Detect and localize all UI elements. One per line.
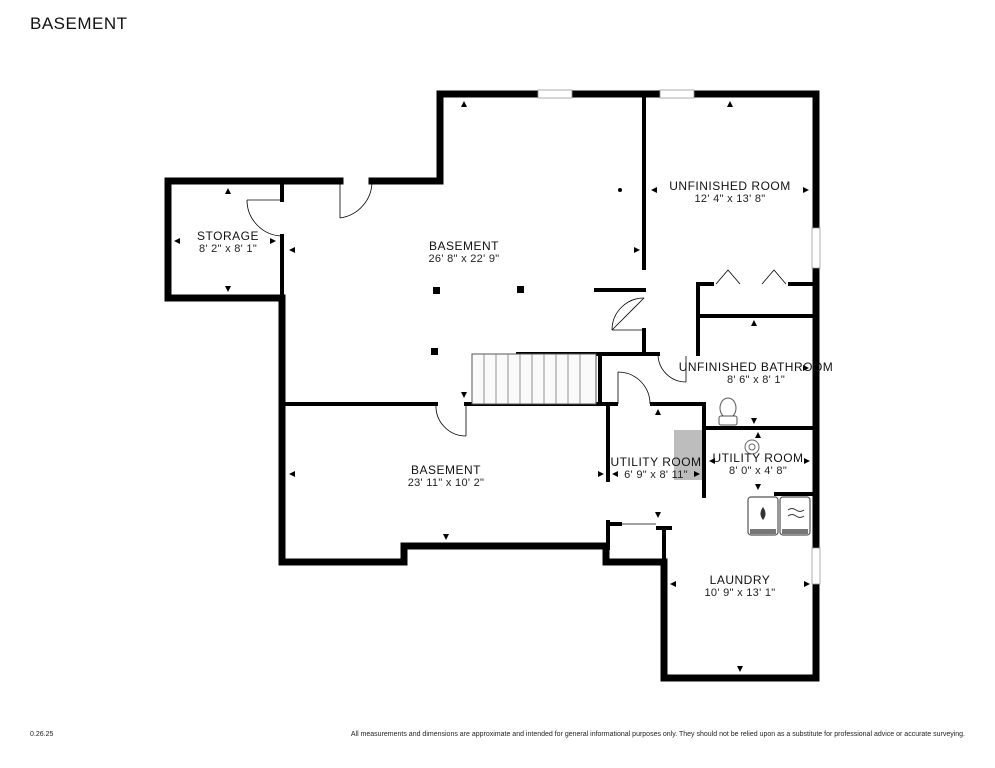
room-dimensions: 23' 11" x 10' 2" (408, 477, 485, 489)
dryer-icon (779, 496, 811, 536)
walls (164, 90, 820, 682)
water-heater-icon (744, 439, 760, 455)
floor-title: BASEMENT (30, 14, 128, 33)
room-dimensions: 8' 6" x 8' 1" (727, 374, 785, 386)
room-name: UTILITY ROOM (712, 451, 803, 465)
room-basement-main: BASEMENT 26' 8" x 22' 9" (429, 239, 500, 265)
room-dimensions: 8' 0" x 4' 8" (729, 465, 787, 477)
room-name: UNFINISHED ROOM (669, 179, 791, 193)
room-laundry: LAUNDRY 10' 9" x 13' 1" (705, 573, 776, 599)
furnace-icon (674, 430, 702, 480)
washer-icon (747, 496, 779, 536)
room-storage: STORAGE 8' 2" x 8' 1" (197, 229, 259, 255)
toilet-icon (718, 397, 738, 426)
room-dimensions: 6' 9" x 8' 11" (624, 469, 688, 481)
support-posts (431, 188, 622, 355)
stairs (471, 353, 597, 405)
room-dimensions: 8' 2" x 8' 1" (199, 243, 257, 255)
room-utility-1: UTILITY ROOM 6' 9" x 8' 11" (610, 455, 701, 481)
room-dimensions: 10' 9" x 13' 1" (705, 587, 776, 599)
room-name: UTILITY ROOM (610, 455, 701, 469)
windows (537, 89, 821, 585)
room-name: BASEMENT (411, 463, 481, 477)
room-name: STORAGE (197, 229, 259, 243)
room-dimensions: 26' 8" x 22' 9" (429, 253, 500, 265)
room-name: BASEMENT (429, 239, 499, 253)
disclaimer-text: All measurements and dimensions are appr… (350, 731, 965, 738)
dimension-arrows (174, 101, 810, 672)
version-label: 0.26.25 (30, 731, 54, 738)
doors (246, 180, 787, 525)
room-basement-lower: BASEMENT 23' 11" x 10' 2" (408, 463, 485, 489)
room-unfinished-bathroom: UNFINISHED BATHROOM 8' 6" x 8' 1" (679, 360, 834, 386)
room-unfinished: UNFINISHED ROOM 12' 4" x 13' 8" (669, 179, 791, 205)
room-utility-2: UTILITY ROOM 8' 0" x 4' 8" (712, 451, 803, 477)
room-dimensions: 12' 4" x 13' 8" (695, 193, 766, 205)
room-name: LAUNDRY (710, 573, 771, 587)
room-name: UNFINISHED BATHROOM (679, 360, 834, 374)
